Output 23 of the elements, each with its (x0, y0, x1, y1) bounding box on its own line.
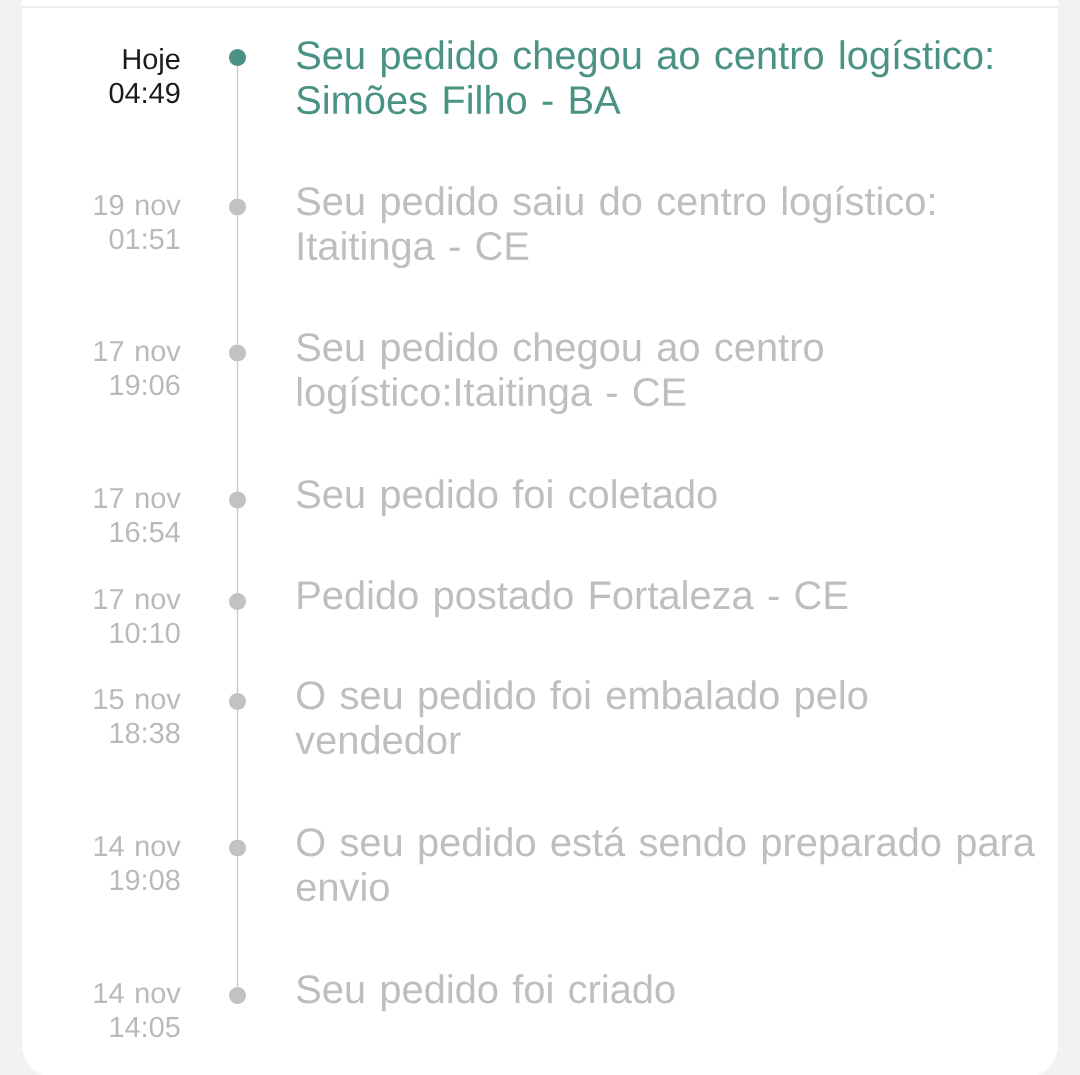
timestamp: 14 nov 19:08 (94, 836, 181, 891)
timeline-line (236, 856, 239, 988)
status-text: Seu pedido saiu do centro logístico: Itaitinga - CE (297, 185, 934, 269)
timestamp: 17 nov 19:06 (94, 341, 181, 396)
timestamp: 14 nov 14:05 (94, 983, 181, 1038)
status-text: Pedido postado Fortaleza - CE (298, 580, 848, 618)
timestamp: 19 nov 01:51 (94, 194, 181, 250)
timeline-line (236, 508, 239, 594)
status-text: Seu pedido chegou ao centro logístico: Simões Filho - BA (297, 39, 992, 115)
timeline-line (236, 709, 239, 840)
timestamp: 15 nov 18:38 (94, 689, 181, 744)
status-text: Seu pedido foi criado (297, 974, 675, 1012)
status-text: Seu pedido chegou ao centro logístico:Itaitinga - CE (297, 332, 823, 415)
timestamp: 17 nov 16:54 (94, 488, 181, 543)
timeline-line (236, 215, 239, 345)
timeline-line (236, 65, 239, 199)
status-text: O seu pedido foi embalado pelo vendedor (295, 680, 868, 755)
status-text: O seu pedido está sendo preparado para envio (296, 826, 1035, 902)
status-text: Seu pedido foi coletado (297, 479, 717, 517)
timeline-line (236, 361, 239, 492)
timestamp: Hoje 04:49 (109, 48, 180, 104)
timeline-line (236, 609, 239, 694)
timestamp: 17 nov 10:10 (94, 589, 181, 644)
